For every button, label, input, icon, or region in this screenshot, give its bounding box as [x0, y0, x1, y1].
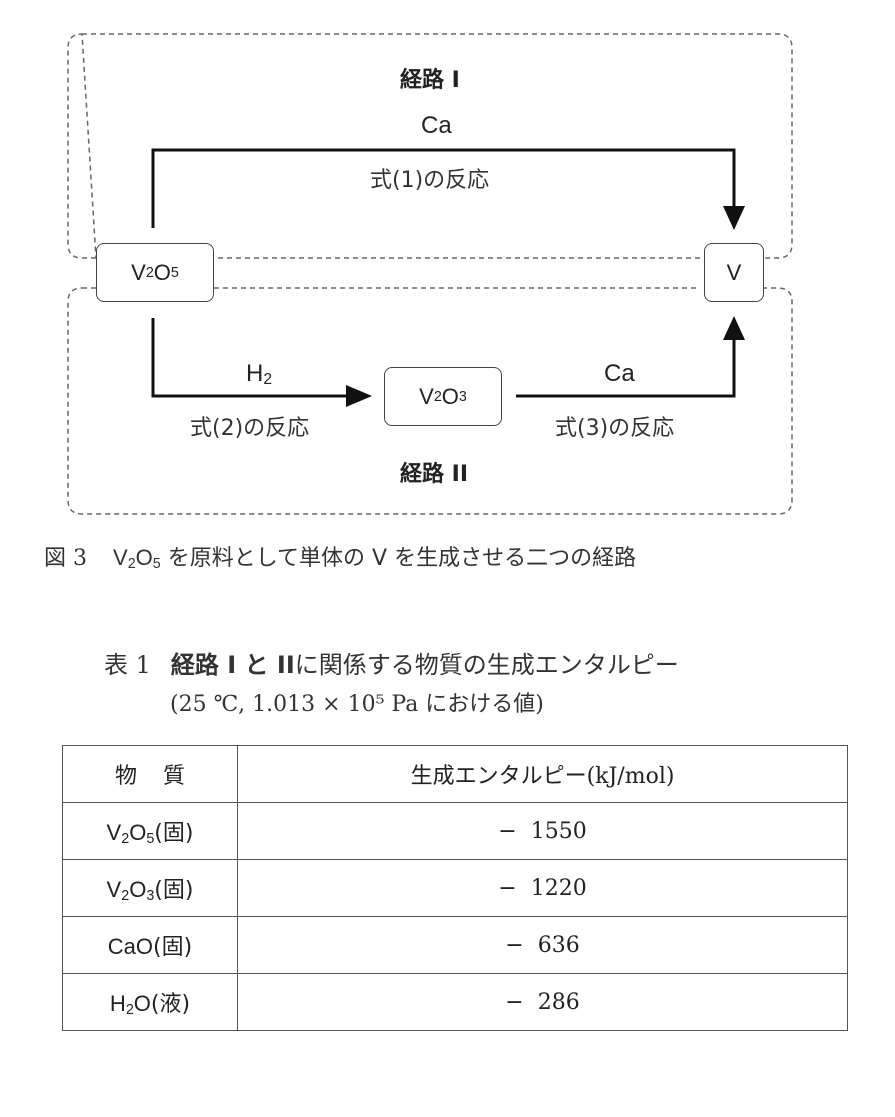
table-caption: 表 1 経路 I と IIに関係する物質の生成エンタルピー — [104, 645, 679, 680]
table-caption-bold: 経路 I と II — [170, 651, 295, 679]
route2-region — [67, 287, 793, 515]
node-v: V — [704, 243, 764, 302]
enthalpy-cell: −636 — [237, 916, 848, 974]
route2-arrowhead-2 — [723, 316, 745, 340]
table-number: 表 1 — [104, 651, 151, 679]
route1-arrowhead — [723, 206, 745, 230]
route1-arrow — [151, 148, 736, 228]
figure-number: 図 3 — [44, 546, 87, 571]
route2-title: 経路 II — [400, 462, 469, 487]
figure-caption-text: を原料として単体の V を生成させる二つの経路 — [167, 546, 637, 571]
table-conditions: (25 ℃, 1.013 × 10⁵ Pa における値) — [170, 692, 544, 717]
enthalpy-cell: −286 — [237, 973, 848, 1031]
table-row: H2O(液) −286 — [62, 973, 848, 1031]
header-enthalpy: 生成エンタルピー(kJ/mol) — [237, 745, 848, 803]
table-header-row: 物質 生成エンタルピー(kJ/mol) — [62, 745, 848, 803]
route2-arrowhead-1 — [346, 385, 372, 407]
table-caption-rest: に関係する物質の生成エンタルピー — [294, 651, 679, 679]
reaction2-label: 式(2)の反応 — [190, 416, 310, 441]
reaction1-label: 式(1)の反応 — [370, 168, 490, 193]
substance-cell: H2O(液) — [62, 973, 238, 1031]
route2-arrow-1 — [151, 318, 352, 398]
reagent-h2: H2 — [246, 360, 273, 389]
table-row: V2O3(固) −1220 — [62, 859, 848, 917]
header-substance: 物質 — [62, 745, 238, 803]
table-row: V2O5(固) −1550 — [62, 802, 848, 860]
substance-cell: CaO(固) — [62, 916, 238, 974]
table-row: CaO(固) −636 — [62, 916, 848, 974]
route1-title: 経路 I — [400, 68, 460, 93]
substance-cell: V2O3(固) — [62, 859, 238, 917]
figure-caption: 図 3 V2O5 を原料として単体の V を生成させる二つの経路 — [44, 540, 636, 572]
route1-region — [67, 33, 793, 259]
substance-cell: V2O5(固) — [62, 802, 238, 860]
reagent-ca-route1: Ca — [421, 112, 452, 139]
reaction3-label: 式(3)の反応 — [555, 416, 675, 441]
reagent-ca-route2: Ca — [604, 360, 635, 387]
pathway-diagram — [67, 33, 793, 515]
enthalpy-table: 物質 生成エンタルピー(kJ/mol) V2O5(固) −1550 V2O3(固… — [62, 745, 848, 1031]
enthalpy-cell: −1220 — [237, 859, 848, 917]
route2-arrow-2 — [516, 332, 736, 398]
enthalpy-cell: −1550 — [237, 802, 848, 860]
caption-formula: V2O5 — [113, 545, 161, 572]
